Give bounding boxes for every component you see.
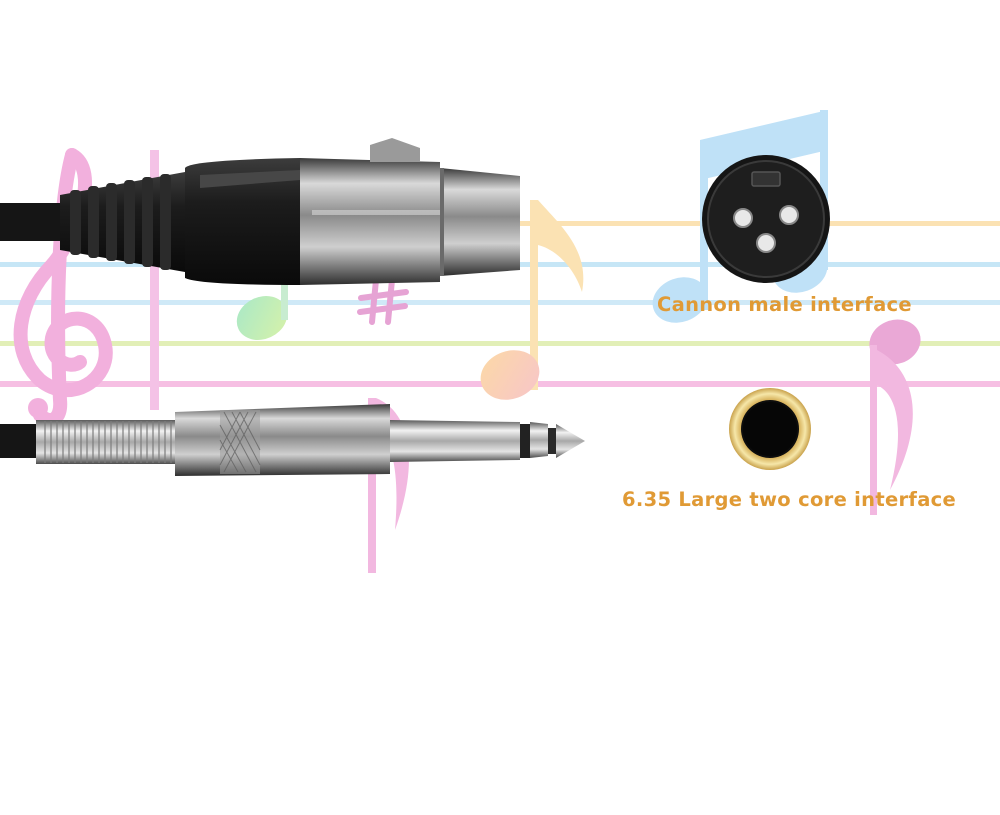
pink-note-right-icon [869, 319, 921, 515]
xlr-latch [370, 138, 420, 162]
jack-spring [36, 420, 181, 464]
xlr-male-icon [702, 155, 830, 283]
jack-interface-label: 6.35 Large two core interface [622, 488, 957, 511]
xlr-cable [0, 138, 520, 285]
xlr-shell [300, 158, 440, 285]
xlr-tip [440, 168, 520, 276]
jack-sleeve [390, 420, 520, 462]
sharp-icon [357, 277, 409, 325]
staff-line-light-blue [0, 300, 1000, 305]
jack-cable [0, 404, 585, 476]
xlr-interface-label: Cannon male interface [657, 293, 912, 316]
xlr-boot [185, 158, 300, 285]
jack-barrel [175, 404, 390, 476]
jack-socket-icon [729, 388, 811, 470]
strain-relief [60, 172, 185, 272]
jack-tip [556, 424, 585, 458]
eighth-note-icon [150, 150, 159, 410]
peach-note-icon [480, 200, 584, 400]
staff-line-green [0, 341, 1000, 346]
green-note-icon [236, 268, 288, 340]
